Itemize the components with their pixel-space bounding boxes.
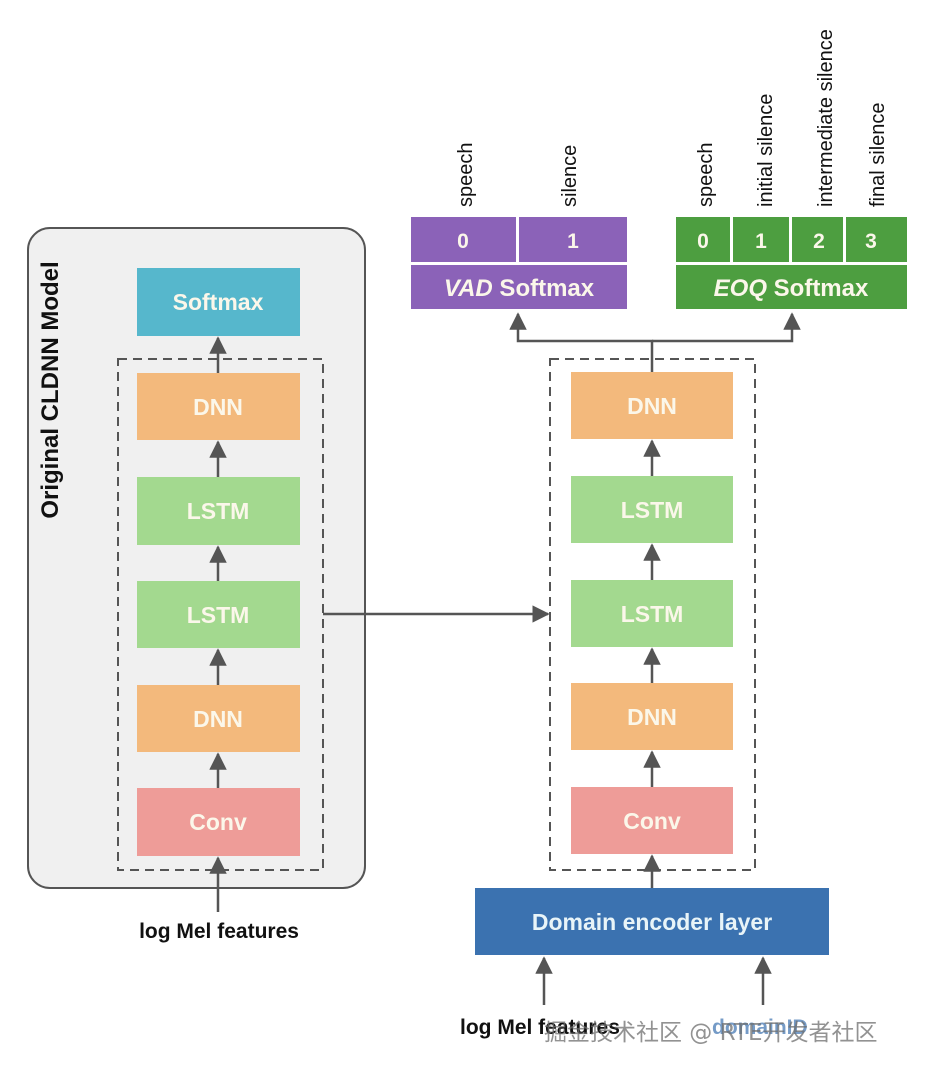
domain-encoder-label: Domain encoder layer xyxy=(532,909,772,935)
eoq-class-2-index: 2 xyxy=(813,230,825,253)
eoq-class-0-index: 0 xyxy=(697,230,709,253)
original-cldnn-panel: Original CLDNN Model Softmax DNN LSTM LS… xyxy=(27,227,366,912)
watermark: 掘金技术社区 @ RTE开发者社区 xyxy=(544,1020,878,1046)
right-dnn-bottom-label: DNN xyxy=(627,704,677,730)
vad-class-1-label: silence xyxy=(559,145,581,207)
left-dnn-bottom-box xyxy=(137,685,300,752)
right-lstm-bottom-label: LSTM xyxy=(621,601,684,627)
right-dnn-top-box xyxy=(571,372,733,439)
eoq-softmax: 0 1 2 3 EOQ Softmax speech initial silen… xyxy=(676,29,907,309)
eoq-class-0-cell xyxy=(676,217,730,262)
eoq-title: EOQ Softmax xyxy=(714,275,869,302)
eoq-class-3-index: 3 xyxy=(865,230,877,253)
vad-title-bar xyxy=(411,265,627,309)
right-conv-label: Conv xyxy=(623,808,681,834)
vad-class-1-cell xyxy=(519,217,627,262)
eoq-class-1-index: 1 xyxy=(755,230,767,253)
eoq-class-2-cell xyxy=(792,217,843,262)
right-lstm-bottom-box xyxy=(571,580,733,647)
eoq-title-bar xyxy=(676,265,907,309)
eoq-class-1-cell xyxy=(733,217,789,262)
eoq-class-3-cell xyxy=(846,217,907,262)
left-softmax-label: Softmax xyxy=(173,289,264,315)
right-conv-box xyxy=(571,787,733,854)
left-dnn-top-label: DNN xyxy=(193,394,243,420)
vad-class-0-index: 0 xyxy=(457,230,469,253)
connector-dnn-to-heads xyxy=(509,312,654,372)
panel-title: Original CLDNN Model xyxy=(37,261,64,518)
vad-class-0-label: speech xyxy=(455,143,477,208)
right-lstm-top-label: LSTM xyxy=(621,497,684,523)
left-lstm-top-label: LSTM xyxy=(187,498,250,524)
vad-softmax: 0 1 VAD Softmax speech silence xyxy=(411,143,627,309)
left-lstm-top-box xyxy=(137,477,300,545)
left-dnn-bottom-label: DNN xyxy=(193,706,243,732)
domain-encoder-box xyxy=(475,888,829,955)
left-conv-box xyxy=(137,788,300,856)
eoq-class-1-label: initial silence xyxy=(755,94,777,207)
right-lstm-top-box xyxy=(571,476,733,543)
left-input-label: log Mel features xyxy=(139,920,299,943)
left-lstm-bottom-box xyxy=(137,581,300,648)
right-dnn-top-label: DNN xyxy=(627,393,677,419)
eoq-class-2-label: intermediate silence xyxy=(815,29,837,207)
connector-dnn-to-eoq xyxy=(652,312,801,343)
right-input-domainid-label: domainID xyxy=(712,1016,808,1039)
vad-title-italic: VAD xyxy=(444,275,493,302)
vad-title-suffix: Softmax xyxy=(493,275,595,302)
eoq-title-italic: EOQ xyxy=(714,275,768,302)
eoq-class-3-label: final silence xyxy=(867,102,889,207)
left-conv-label: Conv xyxy=(189,809,247,835)
vad-class-1-index: 1 xyxy=(567,230,579,253)
left-softmax-box xyxy=(137,268,300,336)
eoq-class-0-label: speech xyxy=(695,143,717,208)
eoq-title-suffix: Softmax xyxy=(767,275,869,302)
right-input-mel-label: log Mel features xyxy=(460,1016,620,1039)
vad-class-0-cell xyxy=(411,217,516,262)
left-dnn-top-box xyxy=(137,373,300,440)
left-lstm-bottom-label: LSTM xyxy=(187,602,250,628)
vad-title: VAD Softmax xyxy=(444,275,595,302)
right-dnn-bottom-box xyxy=(571,683,733,750)
right-model: DNN LSTM LSTM DNN Conv Domain encoder la… xyxy=(475,312,829,1005)
